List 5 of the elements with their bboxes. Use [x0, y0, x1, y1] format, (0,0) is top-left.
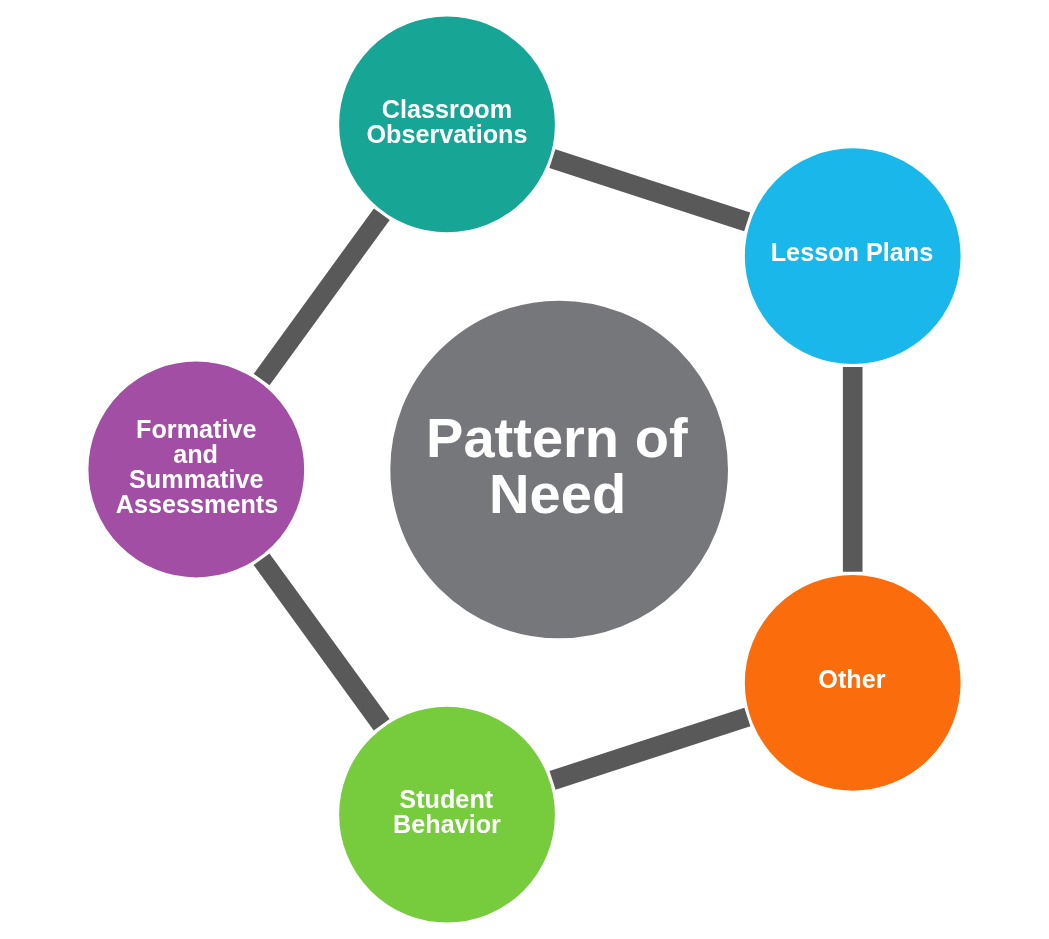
connector — [549, 707, 751, 790]
connector — [842, 367, 863, 572]
connector — [253, 208, 390, 386]
connector — [253, 553, 390, 731]
connector — [549, 149, 751, 232]
